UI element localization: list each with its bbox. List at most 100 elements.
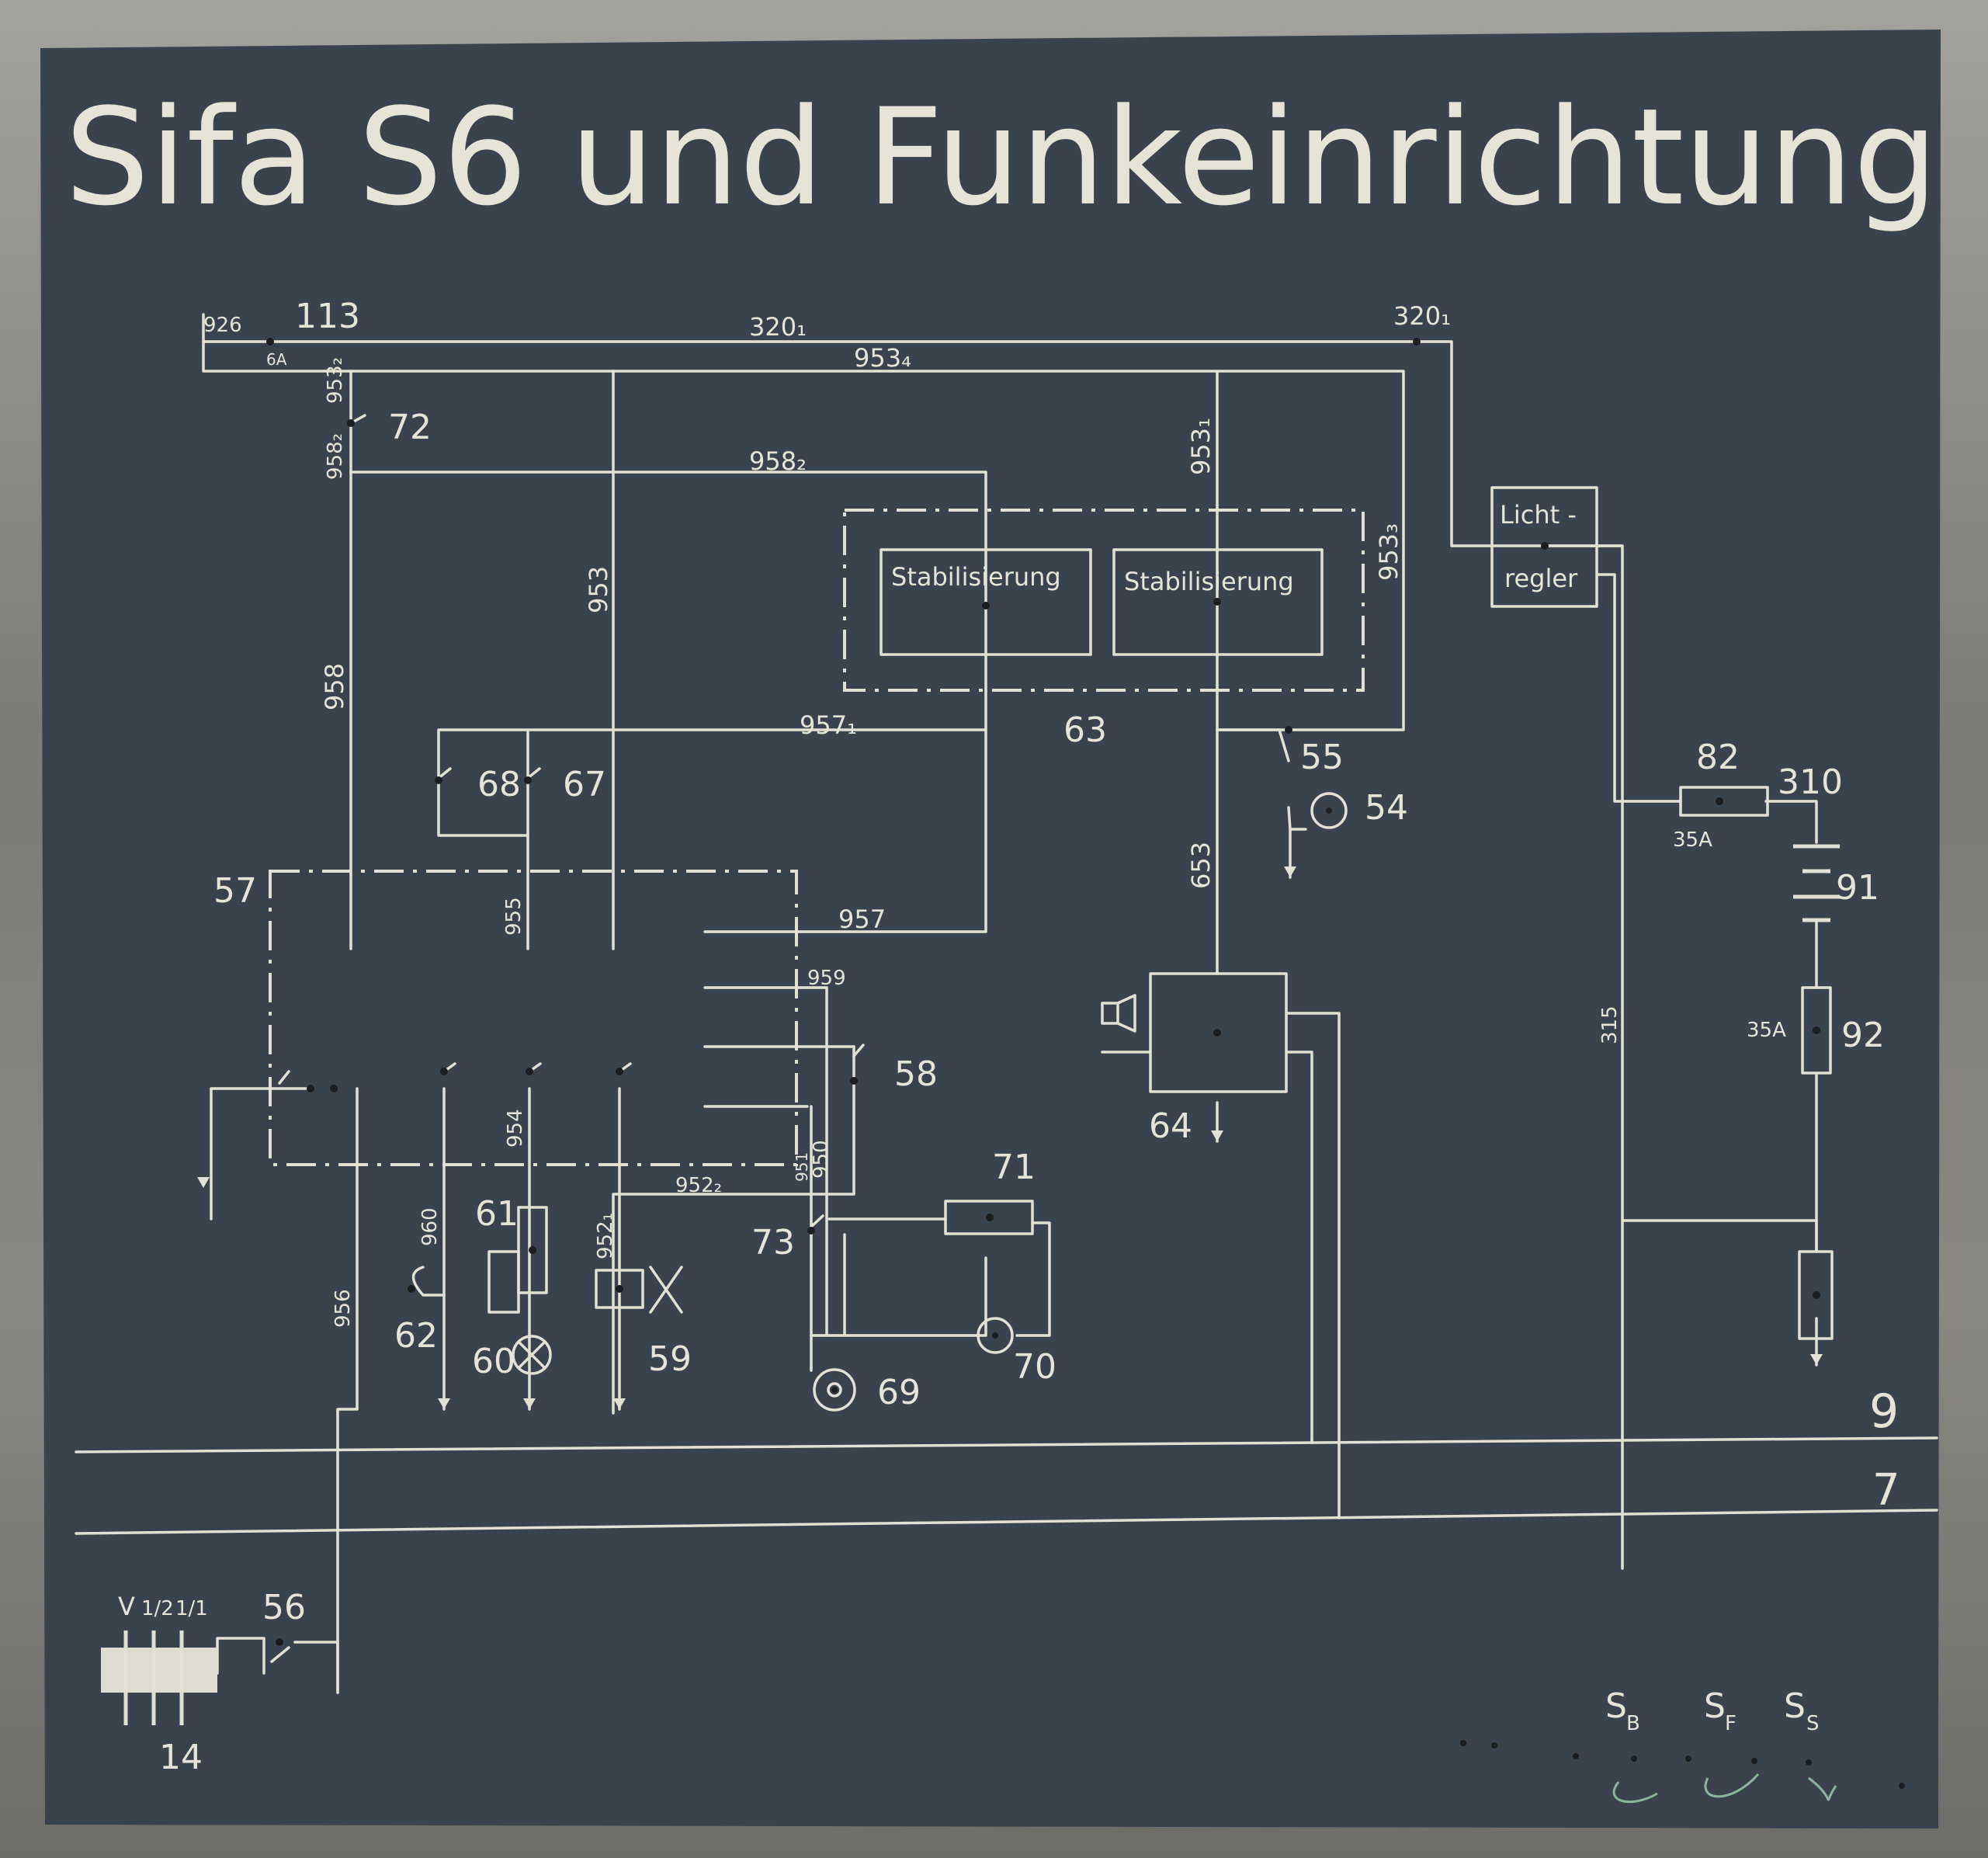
rail-9 <box>75 1436 1938 1453</box>
svg-text:950: 950 <box>810 1140 833 1179</box>
svg-text:954: 954 <box>504 1109 527 1148</box>
label-92: 92 <box>1841 1016 1885 1055</box>
label-82: 82 <box>1696 738 1740 777</box>
label-91: 91 <box>1836 868 1879 908</box>
wires-64-out <box>1285 1012 1341 1517</box>
svg-text:958: 958 <box>320 663 349 710</box>
speaker-icon <box>1101 994 1136 1033</box>
socket-sb[interactable]: S <box>1605 1686 1627 1726</box>
battery-91-icon <box>1793 844 1840 922</box>
label-71: 71 <box>992 1148 1036 1187</box>
wire-953-4 <box>202 313 1405 731</box>
resistor-bottom <box>1798 1250 1834 1340</box>
button-62-icon <box>411 1266 446 1297</box>
svg-text:926: 926 <box>203 314 242 337</box>
wire-labels: 926 6A 113 320₁ 320₁ 953₄ 958₂ 957₁ 957 … <box>203 297 1843 1328</box>
socket-wires <box>1612 1773 1837 1804</box>
fuse-82 <box>1679 786 1769 817</box>
svg-text:957₁: 957₁ <box>800 710 857 740</box>
label-55: 55 <box>1300 738 1344 777</box>
horn-69-icon <box>813 1368 856 1412</box>
label-54: 54 <box>1365 788 1408 828</box>
svg-text:952₂: 952₂ <box>675 1174 722 1197</box>
wire-315-join <box>1621 1219 1818 1253</box>
wire-958-2 <box>349 471 987 933</box>
svg-text:320₁: 320₁ <box>1393 301 1451 331</box>
component-numbers: 72 68 67 63 55 54 57 82 91 92 58 64 71 6… <box>159 408 1885 1777</box>
stabilizer-label-1: Stabilisierung <box>891 562 1061 592</box>
label-14: 14 <box>159 1738 203 1777</box>
svg-text:957: 957 <box>838 905 886 934</box>
board-panel <box>40 30 1941 1828</box>
svg-text:S: S <box>1806 1712 1820 1735</box>
socket-dots <box>1460 1740 1905 1789</box>
svg-text:B: B <box>1626 1712 1640 1735</box>
stabilizer-box-2 <box>1112 548 1324 656</box>
resistor-61 <box>517 1206 548 1294</box>
wire-71-70 <box>810 1217 1051 1372</box>
svg-text:35A: 35A <box>1747 1019 1786 1042</box>
relay-71-box <box>944 1200 1034 1235</box>
socket-ss[interactable]: S <box>1784 1686 1806 1726</box>
svg-text:953₁: 953₁ <box>1186 418 1216 475</box>
svg-text:953₂: 953₂ <box>324 357 347 404</box>
fuse-92 <box>1801 986 1832 1075</box>
label-57: 57 <box>213 871 257 911</box>
svg-text:953₃: 953₃ <box>1374 523 1403 581</box>
svg-text:959: 959 <box>807 967 846 990</box>
wire-55 <box>1216 728 1307 879</box>
horn-70-icon <box>977 1317 1014 1354</box>
valve-59-icon <box>649 1266 683 1314</box>
switch-contacts <box>270 414 865 1663</box>
svg-text:952₁: 952₁ <box>594 1213 617 1259</box>
radio-64-box <box>1149 972 1288 1093</box>
label-64: 64 <box>1149 1106 1192 1146</box>
wire-lichtregler <box>1543 544 1682 803</box>
wires-959 <box>703 986 855 1108</box>
wire-320 <box>202 340 1624 1570</box>
label-61: 61 <box>475 1194 519 1234</box>
svg-text:320₁: 320₁ <box>749 312 807 342</box>
rail-label-7: 7 <box>1872 1465 1900 1516</box>
svg-text:310: 310 <box>1778 762 1843 802</box>
lamp-60-icon <box>512 1335 552 1375</box>
svg-text:956: 956 <box>331 1289 355 1328</box>
svg-text:953: 953 <box>584 566 613 613</box>
label-62: 62 <box>394 1316 438 1356</box>
label-56: 56 <box>262 1588 306 1627</box>
socket-sf[interactable]: S <box>1704 1686 1726 1726</box>
svg-text:951: 951 <box>793 1152 811 1182</box>
selector-contacts <box>123 1631 184 1725</box>
svg-text:35A: 35A <box>1673 828 1712 852</box>
svg-text:955: 955 <box>502 897 526 936</box>
stabilizer-box-1 <box>880 548 1092 656</box>
valve-coil-59 <box>595 1269 644 1309</box>
position-v: V <box>118 1592 135 1621</box>
svg-text:958₂: 958₂ <box>749 446 807 476</box>
svg-text:6A: 6A <box>266 350 287 369</box>
wire-956 <box>210 1087 359 1694</box>
sifa-group-57 <box>269 870 798 1166</box>
rail-7 <box>75 1509 1938 1535</box>
svg-text:113: 113 <box>295 297 360 336</box>
stabilizer-group-63 <box>843 509 1365 692</box>
label-68: 68 <box>477 765 521 804</box>
label-69: 69 <box>877 1373 921 1412</box>
selector-switch-14[interactable] <box>101 1648 217 1693</box>
position-full: 1/1 <box>175 1597 208 1620</box>
lichtregler-label-1: Licht - <box>1500 500 1577 530</box>
svg-text:953₄: 953₄ <box>854 343 911 373</box>
lichtregler-label-2: regler <box>1504 564 1578 593</box>
page-title: Sifa S6 und Funkeinrichtung <box>64 79 1938 235</box>
rail-label-9: 9 <box>1869 1384 1899 1439</box>
label-58: 58 <box>894 1054 938 1094</box>
label-63: 63 <box>1063 710 1107 750</box>
stabilizer-label-2: Stabilisierung <box>1124 567 1294 596</box>
label-70: 70 <box>1013 1347 1056 1387</box>
svg-text:653: 653 <box>1186 842 1216 889</box>
svg-text:315: 315 <box>1598 1005 1622 1044</box>
svg-text:960: 960 <box>418 1207 442 1246</box>
wiring <box>75 313 1938 1694</box>
